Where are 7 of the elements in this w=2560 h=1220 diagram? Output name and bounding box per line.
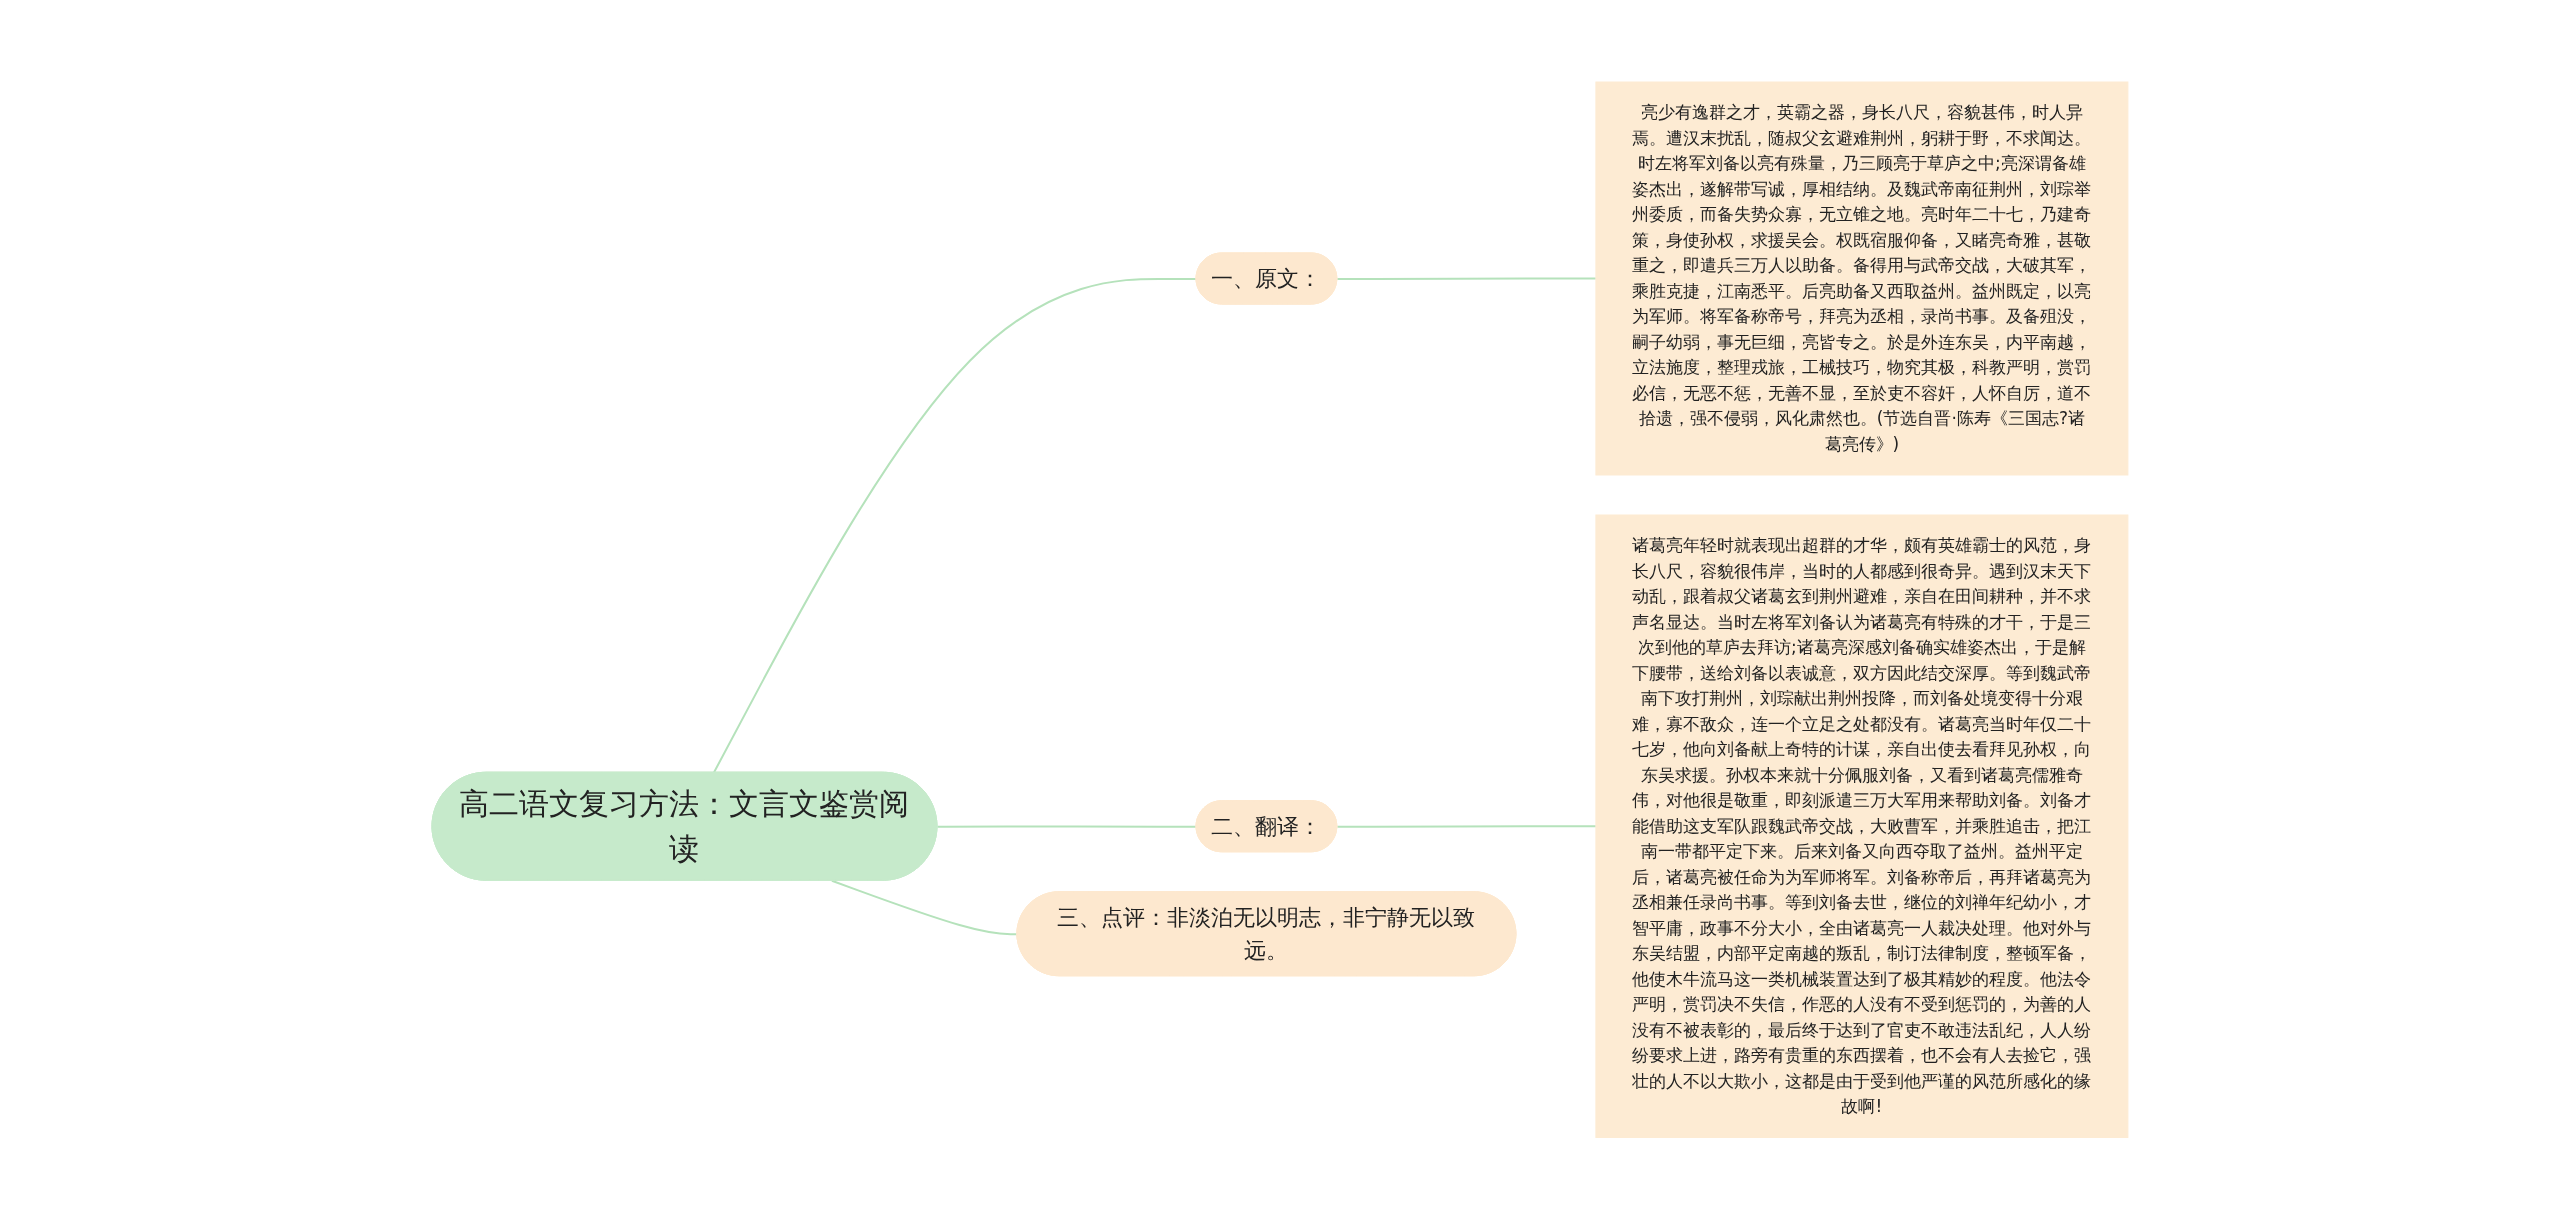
- connector: [936, 825, 1198, 828]
- connector: [1336, 825, 1597, 828]
- node-box: 亮少有逸群之才，英霸之器，身长八尺，容貌甚伟，时人异焉。遭汉末扰乱，随叔父玄避难荆州，躬耕于野，不求闻达。时左将军刘备以亮有殊量，乃三顾亮于草庐之中;亮深谓备雄姿杰出，遂解带写诚，厚相结纳。及魏武帝南征荆州，刘琮举州委质，而备失势众寡，无立锥之地。亮时年二十七，乃建奇策，身使孙权，求援吴会。权既宿服仰备，又睹亮奇雅，甚敬重之，即遣兵三万人以助备。备得用与武帝交战，大破其军，乘胜克捷，江南悉平。后亮助备又西取益州。益州既定，以亮为军师。将军备称帝号，拜亮为丞相，录尚书事。及备殂没，嗣子幼弱，事无巨细，亮皆专之。於是外连东吴，内平南越，立法施度，整理戎旅，工械技巧，物究其极，科教严明，赏罚必信，无恶不惩，无善不显，至於吏不容奸，人怀自厉，道不拾遗，强不侵弱，风化肃然也。(节选自晋·陈寿《三国志?诸葛亮传》): [1595, 81, 2129, 476]
- connector: [712, 278, 1198, 774]
- connector: [830, 880, 1019, 936]
- node-box: 诸葛亮年轻时就表现出超群的才华，颇有英雄霸士的风范，身长八尺，容貌很伟岸，当时的人都感到很奇异。遇到汉末天下动乱，跟着叔父诸葛玄到荆州避难，亲自在田间耕种，并不求声名显达。当时左将军刘备认为诸葛亮有特殊的才干，于是三次到他的草庐去拜访;诸葛亮深感刘备确实雄姿杰出，于是解下腰带，送给刘备以表诚意，双方因此结交深厚。等到魏武帝南下攻打荆州，刘琮献出荆州投降，而刘备处境变得十分艰难，寡不敌众，连一个立足之处都没有。诸葛亮当时年仅二十七岁，他向刘备献上奇特的计谋，亲自出使去看拜见孙权，向东吴求援。孙权本来就十分佩服刘备，又看到诸葛亮儒雅奇伟，对他很是敬重，即刻派遣三万大军用来帮助刘备。刘备才能借助这支军队跟魏武帝交战，大败曹军，并乘胜追击，把江南一带都平定下来。后来刘备又向西夺取了益州。益州平定后，诸葛亮被任命为为军师将军。刘备称帝后，再拜诸葛亮为丞相兼任录尚书事。等到刘备去世，继位的刘禅年纪幼小，才智平庸，政事不分大小，全由诸葛亮一人裁决处理。他对外与东吴结盟，内部平定南越的叛乱，制订法律制度，整顿军备，他使木牛流马这一类机械装置达到了极其精妙的程度。他法令严明，赏罚决不失信，作恶的人没有不受到惩罚的，为善的人没有不被表彰的，最后终于达到了官吏不敢违法乱纪，人人纷纷要求上进，路旁有贵重的东西摆着，也不会有人去捡它，强壮的人不以大欺小，这都是由于受到他严谨的风范所感化的缘故啊!: [1595, 514, 2129, 1139]
- connector: [1336, 277, 1597, 281]
